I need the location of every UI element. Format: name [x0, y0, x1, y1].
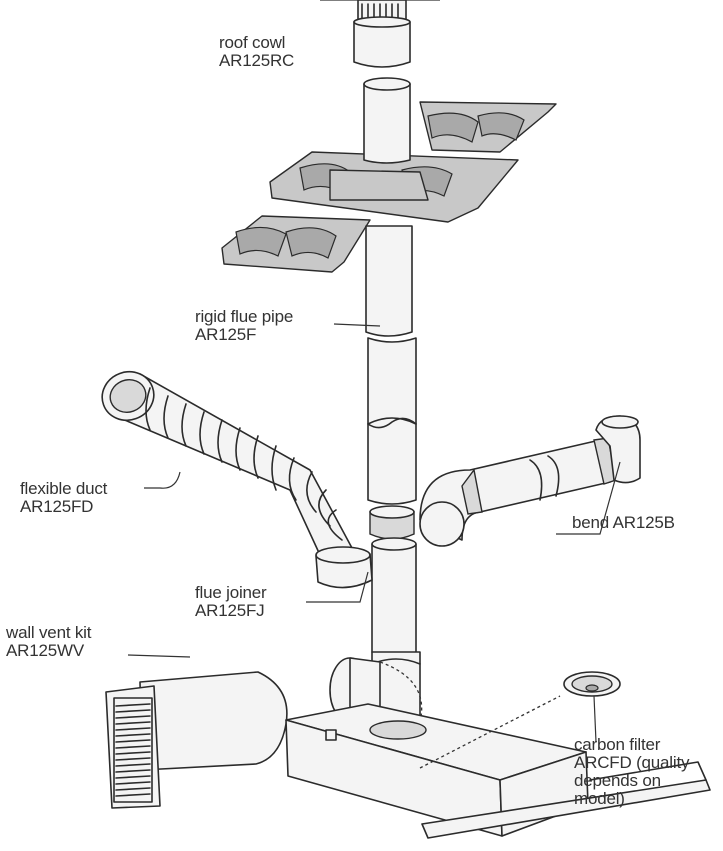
wall-vent-kit — [105, 671, 288, 809]
flexible-duct — [101, 370, 373, 589]
roof-cowl-name: roof cowl — [219, 33, 286, 52]
wall-vent-kit-name: wall vent kit — [6, 623, 92, 642]
flexible-duct-name: flexible duct — [20, 479, 108, 498]
cooker-hood — [285, 703, 711, 839]
label-flue-joiner: flue joiner AR125FJ — [195, 584, 267, 620]
label-wall-vent-kit: wall vent kit AR125WV — [6, 624, 91, 660]
carbon-filter — [563, 671, 621, 697]
bend — [419, 415, 641, 547]
label-roof-cowl: roof cowl AR125RC — [219, 34, 294, 70]
flue-joiner — [369, 505, 417, 657]
flue-joiner-name: flue joiner — [195, 583, 267, 602]
label-carbon-filter: carbon filter ARCFD (quality depends on … — [574, 736, 689, 808]
carbon-filter-line1: carbon filter — [574, 735, 661, 754]
carbon-filter-line2: ARCFD (quality — [574, 753, 690, 772]
rigid-flue-pipe-code: AR125F — [195, 325, 257, 344]
carbon-filter-line4: model) — [574, 789, 625, 808]
label-bend: bend AR125B — [572, 514, 675, 532]
rigid-flue-pipe-name: rigid flue pipe — [195, 307, 294, 326]
roof-cowl — [320, 0, 440, 68]
carbon-filter-line3: depends on — [574, 771, 661, 790]
roof-cowl-code: AR125RC — [219, 51, 295, 70]
label-flexible-duct: flexible duct AR125FD — [20, 480, 107, 516]
bend-name: bend AR125B — [572, 513, 675, 532]
roof-tiles — [221, 101, 557, 273]
label-rigid-flue-pipe: rigid flue pipe AR125F — [195, 308, 293, 344]
flexible-duct-code: AR125FD — [20, 497, 94, 516]
flue-joiner-code: AR125FJ — [195, 601, 265, 620]
rigid-flue-pipe — [363, 77, 417, 505]
leader-lines — [127, 323, 621, 769]
wall-vent-kit-code: AR125WV — [6, 641, 84, 660]
